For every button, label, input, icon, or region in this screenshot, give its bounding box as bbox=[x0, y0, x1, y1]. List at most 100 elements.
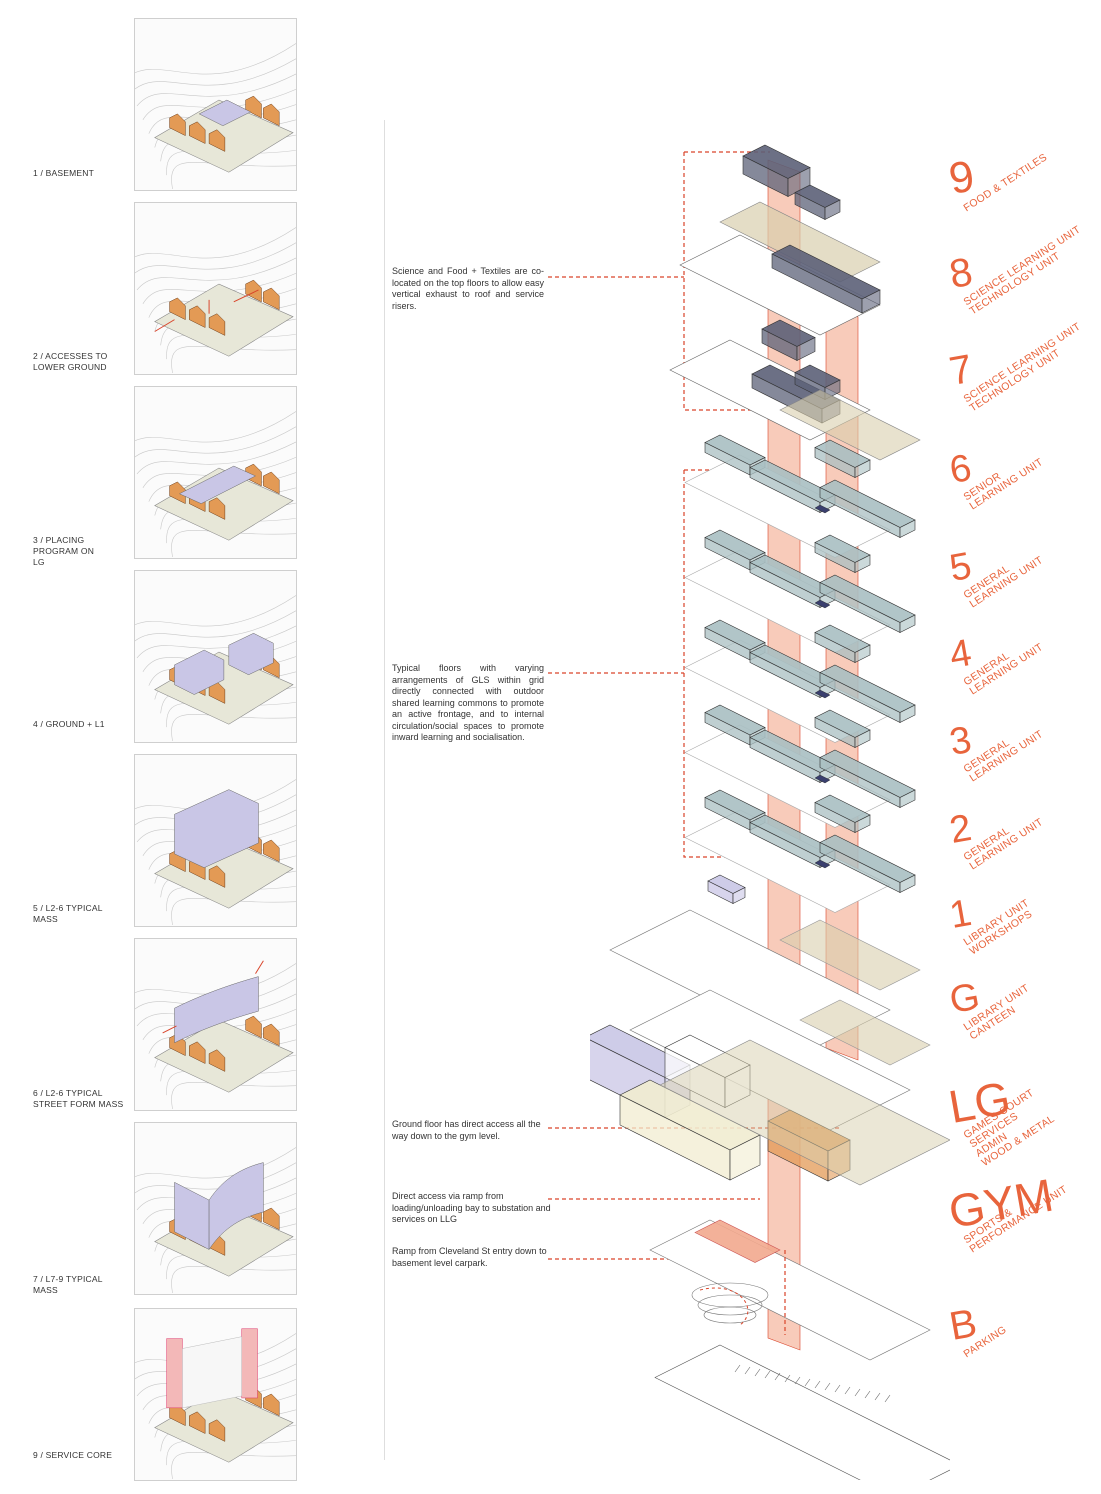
general-learning-block bbox=[814, 709, 871, 748]
column-divider bbox=[384, 120, 385, 1460]
site-slab bbox=[154, 283, 294, 357]
ramp-spiral bbox=[703, 1306, 757, 1324]
ground-canteen bbox=[799, 999, 931, 1066]
heritage-building bbox=[263, 1207, 280, 1231]
ramp-path bbox=[699, 1287, 749, 1326]
step-label: 1 / BASEMENT bbox=[33, 168, 94, 178]
level-1-workshop bbox=[779, 919, 921, 991]
contour-line bbox=[171, 530, 296, 558]
parking-bay-line bbox=[764, 1370, 771, 1379]
parking-bay-line bbox=[884, 1394, 891, 1403]
step-label: 9 / SERVICE CORE bbox=[33, 1450, 113, 1460]
basement-mass bbox=[198, 99, 252, 127]
thumbnail-drawing bbox=[135, 42, 296, 190]
step-label: 2 / ACCESSES TO LOWER GROUND bbox=[33, 351, 108, 372]
step-label: 3 / PLACING PROGRAM ON LG bbox=[33, 535, 95, 567]
contour-line bbox=[135, 1146, 296, 1179]
step-label: 5 / L2-6 TYPICAL MASS bbox=[33, 903, 103, 924]
step-label: 7 / L7-9 TYPICAL MASS bbox=[33, 1274, 103, 1295]
contour-line bbox=[135, 962, 296, 995]
annotation-top-floors: Science and Food + Textiles are co-locat… bbox=[392, 266, 544, 311]
heritage-building bbox=[189, 305, 206, 328]
ramp-spiral bbox=[697, 1294, 763, 1316]
level-8-block bbox=[761, 319, 816, 361]
contour-line bbox=[136, 73, 296, 107]
contour-line bbox=[142, 88, 296, 120]
general-learning-block bbox=[819, 749, 916, 808]
contour-line bbox=[142, 456, 296, 488]
heritage-building bbox=[263, 471, 280, 495]
heritage-building bbox=[263, 287, 280, 311]
general-learning-block bbox=[819, 664, 916, 723]
contour-line bbox=[135, 226, 296, 259]
level-9-science-block bbox=[742, 144, 811, 197]
parking-bay-line bbox=[774, 1372, 781, 1381]
level-description-line: TECHNOLOGY UNIT bbox=[967, 250, 1063, 318]
parking-bay-line bbox=[844, 1386, 851, 1395]
access-arrow bbox=[162, 1025, 177, 1034]
heritage-building bbox=[169, 113, 186, 137]
contour-line bbox=[136, 625, 296, 659]
contour-line bbox=[136, 441, 296, 475]
step-5-typical-mass-thumbnail bbox=[134, 754, 297, 927]
annotation-typical-floors: Typical floors with varying arrangements… bbox=[392, 663, 544, 742]
level-8-science-block bbox=[771, 244, 881, 314]
street-form-mass bbox=[174, 976, 259, 1044]
exploded-axonometric bbox=[590, 144, 950, 1480]
parking-bay-line bbox=[864, 1390, 871, 1399]
annotation-ramp-cleveland: Ramp from Cleveland St entry down to bas… bbox=[392, 1246, 547, 1268]
site-slab bbox=[154, 1019, 294, 1093]
gym-slab bbox=[649, 1219, 931, 1361]
parking-bay-line bbox=[814, 1380, 821, 1389]
program-mass bbox=[178, 465, 257, 504]
ghost-mass bbox=[182, 1336, 242, 1409]
level-description: PARKING bbox=[961, 1286, 1069, 1361]
access-arrow bbox=[233, 289, 259, 303]
thumbnail-drawing bbox=[135, 410, 296, 558]
step-4-ground-l1-thumbnail bbox=[134, 570, 297, 743]
step-7-l7-9-mass-thumbnail bbox=[134, 1122, 297, 1295]
thumbnail-drawing bbox=[135, 1328, 296, 1480]
l1-mass bbox=[228, 632, 274, 676]
contour-line bbox=[142, 272, 296, 304]
parking-bay-line bbox=[804, 1378, 811, 1387]
contour-line bbox=[135, 58, 296, 90]
level-description-line: WORKSHOPS bbox=[967, 908, 1035, 958]
heritage-building bbox=[208, 865, 226, 888]
heritage-building bbox=[245, 279, 262, 303]
annotation-ground-floor: Ground floor has direct access all the w… bbox=[392, 1119, 541, 1141]
level-2-block bbox=[707, 874, 746, 904]
contour-line bbox=[171, 1082, 296, 1110]
heritage-building bbox=[263, 1023, 280, 1047]
contour-line bbox=[135, 594, 296, 627]
stair-icon bbox=[814, 774, 831, 784]
heritage-building bbox=[169, 297, 186, 321]
level-description: FOOD & TEXTILES bbox=[961, 140, 1069, 214]
site-slab bbox=[154, 467, 294, 541]
basement-slab bbox=[654, 1344, 950, 1480]
heritage-building bbox=[208, 1049, 226, 1072]
parking-bay-line bbox=[794, 1376, 801, 1385]
contour-line bbox=[135, 410, 296, 443]
contour-line bbox=[171, 346, 296, 374]
general-learning-block bbox=[814, 439, 871, 478]
parking-bay-line bbox=[854, 1388, 861, 1397]
step-6-street-form-thumbnail bbox=[134, 938, 297, 1111]
parking-bay-line bbox=[784, 1374, 791, 1383]
heritage-building bbox=[189, 1411, 206, 1434]
level-description-line: LEARNING UNIT bbox=[967, 456, 1046, 513]
annotation-ramp-loading: Direct access via ramp from loading/unlo… bbox=[392, 1191, 551, 1224]
stair-icon bbox=[814, 689, 831, 699]
heritage-building bbox=[245, 1015, 262, 1039]
heritage-building bbox=[263, 103, 280, 127]
heritage-building bbox=[208, 497, 226, 520]
parking-bay-line bbox=[874, 1392, 881, 1401]
heritage-building bbox=[208, 1419, 226, 1442]
stair-icon bbox=[814, 599, 831, 609]
